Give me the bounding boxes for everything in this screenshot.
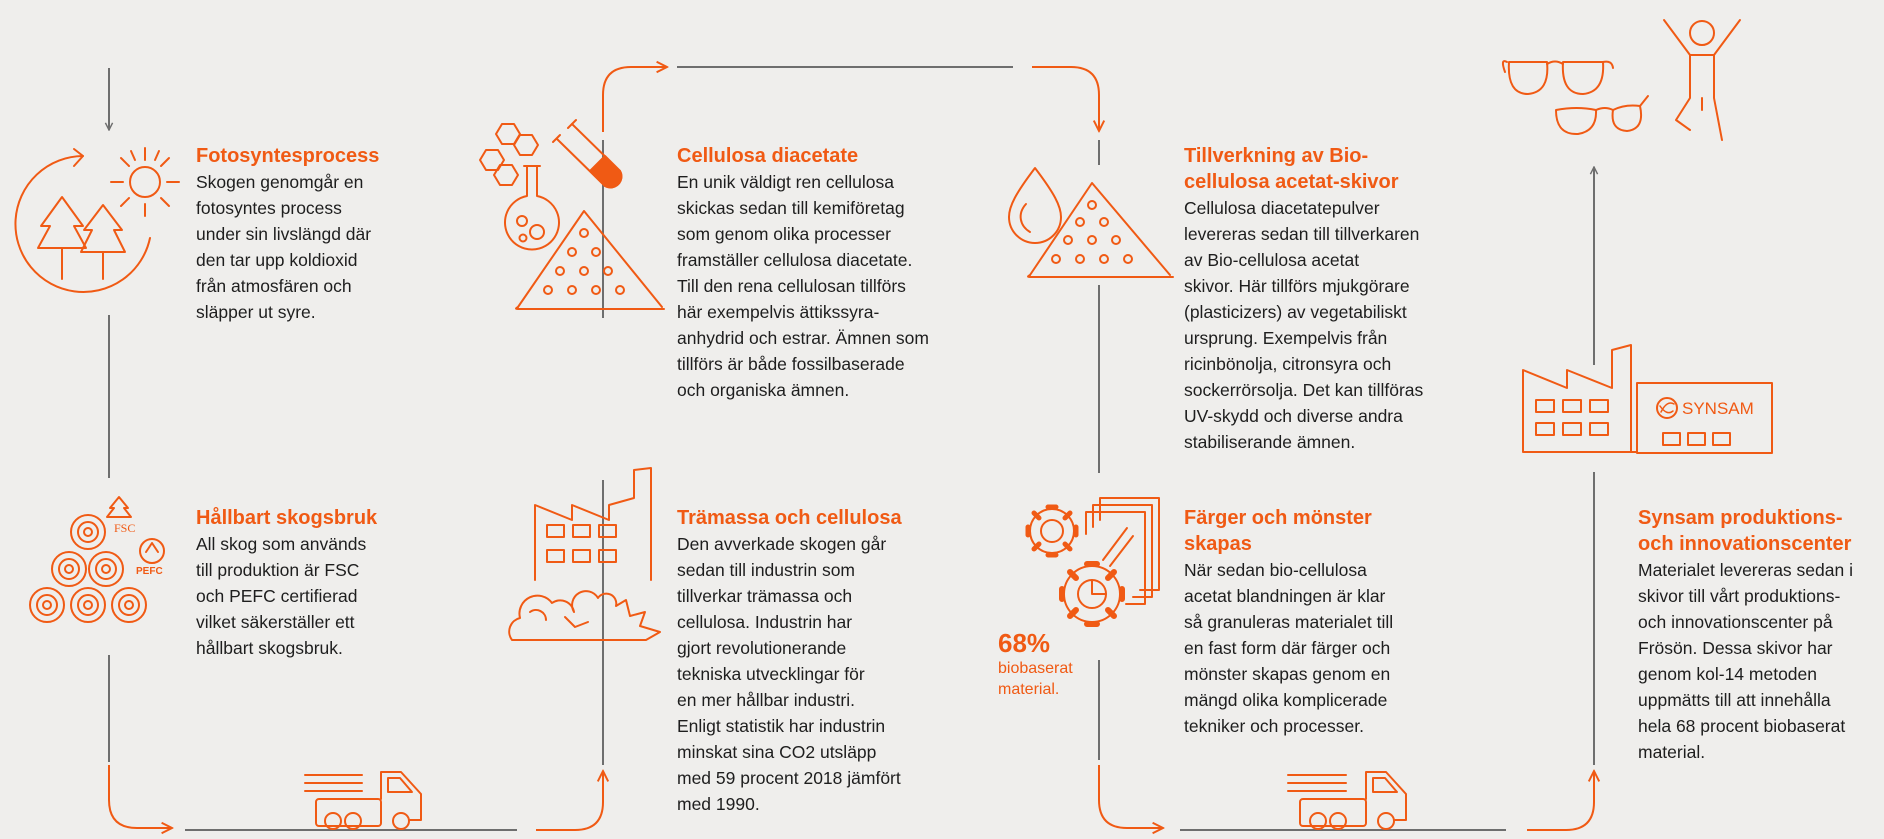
step-title: Färger och mönster skapas	[1184, 507, 1372, 555]
step-title: Cellulosa diacetate	[677, 145, 859, 167]
step-photosynthesis: Fotosyntesprocess Skogen genomgår en fot…	[196, 143, 379, 325]
test-tube-icon	[552, 119, 623, 189]
jumping-person-icon	[1663, 19, 1741, 141]
flow-corners	[108, 66, 1594, 831]
corner-arrow	[602, 67, 667, 132]
step-title: Hållbart skogsbruk	[196, 507, 378, 529]
truck-icon	[1287, 771, 1407, 830]
corner-arrow	[108, 765, 172, 828]
step-title: Synsam produktions- och innovationscente…	[1638, 507, 1852, 555]
molecule-icon	[479, 123, 539, 186]
step-title: Fotosyntesprocess	[196, 145, 380, 167]
step-pulp-cellulose: Trämassa och cellulosa Den avverkade sko…	[677, 505, 902, 817]
glasses-icon	[1501, 60, 1649, 136]
step-synsam-center: Synsam produktions- och innovationscente…	[1638, 505, 1853, 765]
stat-value: 68%	[998, 628, 1051, 658]
sheets-icon	[1085, 497, 1160, 605]
trees-icon	[37, 196, 126, 280]
powder-pile-icon	[1027, 182, 1174, 278]
step-cellulose-diacetate: Cellulosa diacetate En unik väldigt ren …	[677, 143, 929, 403]
powder-pile-icon	[515, 210, 665, 310]
stat-label: biobaserat material.	[998, 660, 1073, 698]
flow-lines	[109, 66, 1594, 831]
cycle-icon	[14, 148, 151, 293]
smoke-cloud-icon	[508, 590, 661, 641]
logs-icon	[29, 514, 147, 623]
corner-arrow	[1032, 66, 1099, 131]
biobased-stat: 68% biobaserat material.	[998, 628, 1073, 700]
flask-icon	[504, 165, 560, 251]
step-body: Skogen genomgår en fotosyntes process un…	[196, 172, 372, 322]
step-body: Den avverkade skogen går sedan till indu…	[677, 534, 901, 814]
step-body: Materialet levereras sedan i skivor till…	[1638, 560, 1853, 762]
step-colors-patterns: Färger och mönster skapas När sedan bio-…	[1184, 505, 1393, 739]
synsam-logo-text: SYNSAM	[1682, 399, 1754, 418]
fsc-logo	[106, 496, 132, 518]
fsc-label: FSC	[114, 521, 135, 535]
step-body: All skog som används till produktion är …	[196, 534, 367, 658]
sun-icon	[110, 147, 180, 217]
factory-icon	[534, 467, 652, 581]
step-body: En unik väldigt ren cellulosa skickas se…	[677, 172, 929, 400]
corner-arrow	[1098, 765, 1163, 828]
truck-icon	[304, 771, 422, 830]
pefc-label: PEFC	[136, 566, 163, 577]
synsam-factory-icon	[1522, 344, 1773, 454]
step-sustainable-forestry: Hållbart skogsbruk All skog som används …	[196, 505, 377, 661]
corner-arrow	[1527, 771, 1594, 831]
droplet-icon	[1008, 167, 1062, 244]
step-sheet-manufacturing: Tillverkning av Bio- cellulosa acetat-sk…	[1184, 143, 1423, 455]
step-body: När sedan bio-cellulosa acetat blandning…	[1184, 560, 1394, 736]
corner-arrow	[536, 771, 603, 831]
pefc-logo	[139, 538, 165, 564]
step-title: Tillverkning av Bio- cellulosa acetat-sk…	[1184, 145, 1399, 193]
step-body: Cellulosa diacetatepulver levereras seda…	[1184, 198, 1424, 452]
gears-icon	[1025, 504, 1125, 627]
step-title: Trämassa och cellulosa	[677, 507, 902, 529]
